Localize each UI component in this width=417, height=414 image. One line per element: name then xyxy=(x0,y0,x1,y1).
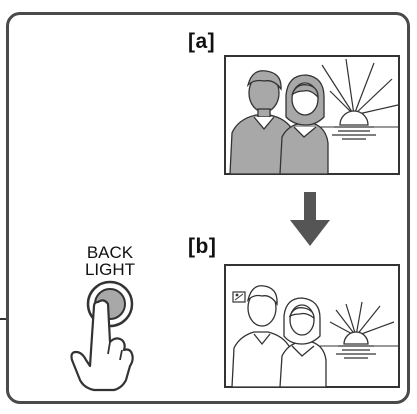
button-label-line2: LIGHT xyxy=(70,261,150,278)
button-label-line1: BACK xyxy=(70,244,150,261)
pointing-hand-icon xyxy=(68,296,138,392)
scene-a xyxy=(224,55,400,175)
backlight-icon xyxy=(233,292,245,302)
scene-b xyxy=(224,264,400,388)
label-b: [b] xyxy=(188,235,216,259)
label-a: [a] xyxy=(188,30,215,54)
down-arrow xyxy=(288,192,332,248)
